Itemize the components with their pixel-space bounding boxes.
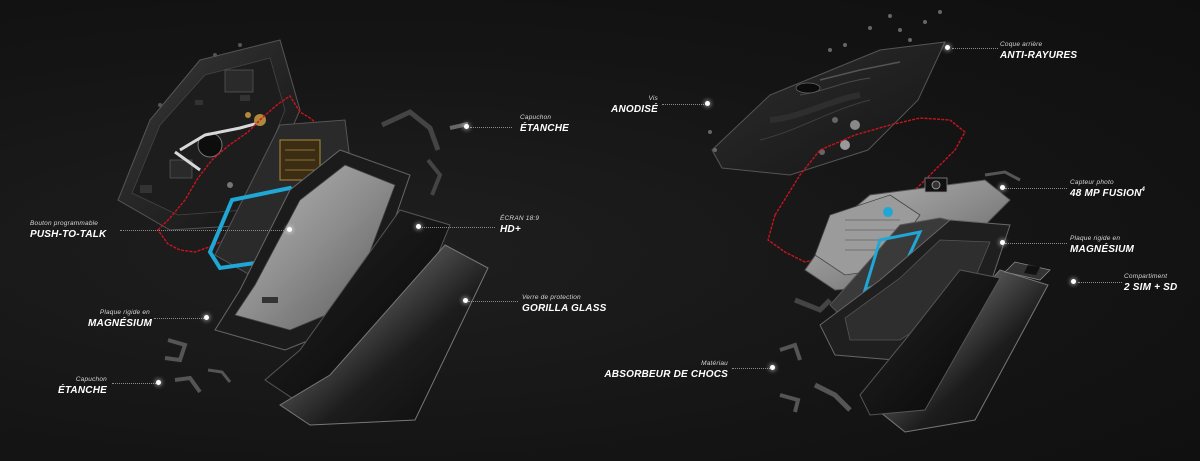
label-2sim-sd: Compartiment 2 SIM + SD	[1124, 273, 1178, 293]
left-red-gasket	[157, 95, 323, 253]
label-main: MAGNÉSIUM	[88, 317, 153, 329]
label-main: HD+	[500, 223, 521, 235]
leader-plaque-left	[154, 318, 206, 319]
label-superscript: 4	[1141, 186, 1146, 193]
leader-materiau	[732, 368, 772, 369]
right-lower-frame	[819, 219, 1011, 361]
right-screws	[708, 10, 942, 155]
label-caption: Plaque rigide en	[1070, 235, 1121, 242]
left-side-button	[426, 158, 443, 196]
label-main: ABSORBEUR DE CHOCS	[604, 368, 728, 380]
label-caption: Compartiment	[1124, 273, 1168, 280]
label-main: PUSH-TO-TALK	[30, 228, 107, 240]
label-caption: Capuchon	[75, 376, 107, 383]
left-bottom-small	[207, 368, 232, 383]
label-caption: ÉCRAN 18:9	[500, 215, 540, 222]
dot-vis	[705, 101, 710, 106]
leader-capuchon-bottom	[112, 383, 158, 384]
label-gorilla-glass: Verre de protection GORILLA GLASS	[522, 294, 607, 314]
label-ecran-hd: ÉCRAN 18:9 HD+	[500, 215, 540, 235]
label-caption: Matériau	[701, 360, 728, 367]
dot-coque	[945, 45, 950, 50]
dot-ecran	[416, 224, 421, 229]
leader-plaque-right	[1005, 243, 1067, 244]
label-magnesium-right: Plaque rigide en MAGNÉSIUM	[1070, 235, 1135, 255]
left-bottom-cap-part	[164, 338, 188, 363]
leader-verre	[468, 301, 518, 302]
label-main: ANTI-RAYURES	[1000, 49, 1078, 61]
right-phone-exploded	[708, 10, 1051, 433]
left-glass	[279, 244, 489, 426]
label-main-text: 48 MP FUSION	[1070, 187, 1142, 199]
label-main: ÉTANCHE	[58, 384, 107, 396]
right-screen-back	[859, 269, 1001, 416]
label-magnesium-left: Plaque rigide en MAGNÉSIUM	[88, 309, 153, 329]
label-absorbeur-de-chocs: Matériau ABSORBEUR DE CHOCS	[596, 360, 728, 380]
right-bottom-part	[779, 342, 802, 361]
right-sim-tray	[1004, 261, 1051, 281]
dot-materiau	[770, 365, 775, 370]
left-phone-exploded	[117, 39, 489, 426]
left-bottom-cap-part2	[174, 375, 202, 394]
leader-compartiment	[1078, 282, 1122, 283]
label-caption: Capuchon	[520, 114, 552, 121]
leader-ptt	[120, 230, 290, 231]
dot-plaque-left	[204, 315, 209, 320]
dot-capuchon-bottom	[156, 380, 161, 385]
leader-vis	[662, 104, 706, 105]
right-bottom-part4	[794, 297, 832, 313]
label-capuchon-etanche-bottom: Capuchon ÉTANCHE	[55, 376, 107, 396]
label-caption: Vis	[648, 95, 658, 102]
right-flex-cable	[984, 170, 1021, 182]
dot-plaque-right	[1000, 240, 1005, 245]
label-main: GORILLA GLASS	[522, 302, 607, 314]
label-caption: Bouton programmable	[30, 220, 99, 227]
leader-ecran	[420, 227, 495, 228]
label-caption: Capteur photo	[1070, 179, 1114, 186]
label-anti-rayures: Coque arrière ANTI-RAYURES	[1000, 41, 1078, 61]
right-back-cover	[711, 41, 946, 176]
label-main: MAGNÉSIUM	[1070, 243, 1135, 255]
label-main: 48 MP FUSION4	[1070, 186, 1146, 199]
label-capuchon-etanche-top: Capuchon ÉTANCHE	[520, 114, 569, 134]
dot-capuchon-top	[464, 124, 469, 129]
label-caption: Verre de protection	[522, 294, 581, 301]
label-push-to-talk: Bouton programmable PUSH-TO-TALK	[30, 220, 107, 240]
label-main: ÉTANCHE	[520, 122, 569, 134]
leader-capuchon-top	[470, 127, 512, 128]
label-anodise: Vis ANODISÉ	[598, 95, 658, 115]
dot-verre	[463, 298, 468, 303]
right-red-gasket	[767, 117, 966, 263]
label-main: ANODISÉ	[611, 103, 658, 115]
leader-coque	[952, 48, 998, 49]
label-caption: Plaque rigide en	[99, 309, 150, 316]
label-caption: Coque arrière	[1000, 41, 1043, 48]
leader-capteur	[1005, 188, 1067, 189]
left-mid-frame	[207, 119, 351, 276]
dot-ptt	[287, 227, 292, 232]
dot-capteur	[1000, 185, 1005, 190]
left-top-cap-part	[380, 109, 441, 151]
label-main: 2 SIM + SD	[1124, 281, 1178, 293]
right-bottom-part3	[813, 382, 852, 412]
dot-compartiment	[1071, 279, 1076, 284]
right-bottom-part2	[779, 393, 801, 413]
label-48mp-fusion: Capteur photo 48 MP FUSION4	[1070, 179, 1146, 199]
